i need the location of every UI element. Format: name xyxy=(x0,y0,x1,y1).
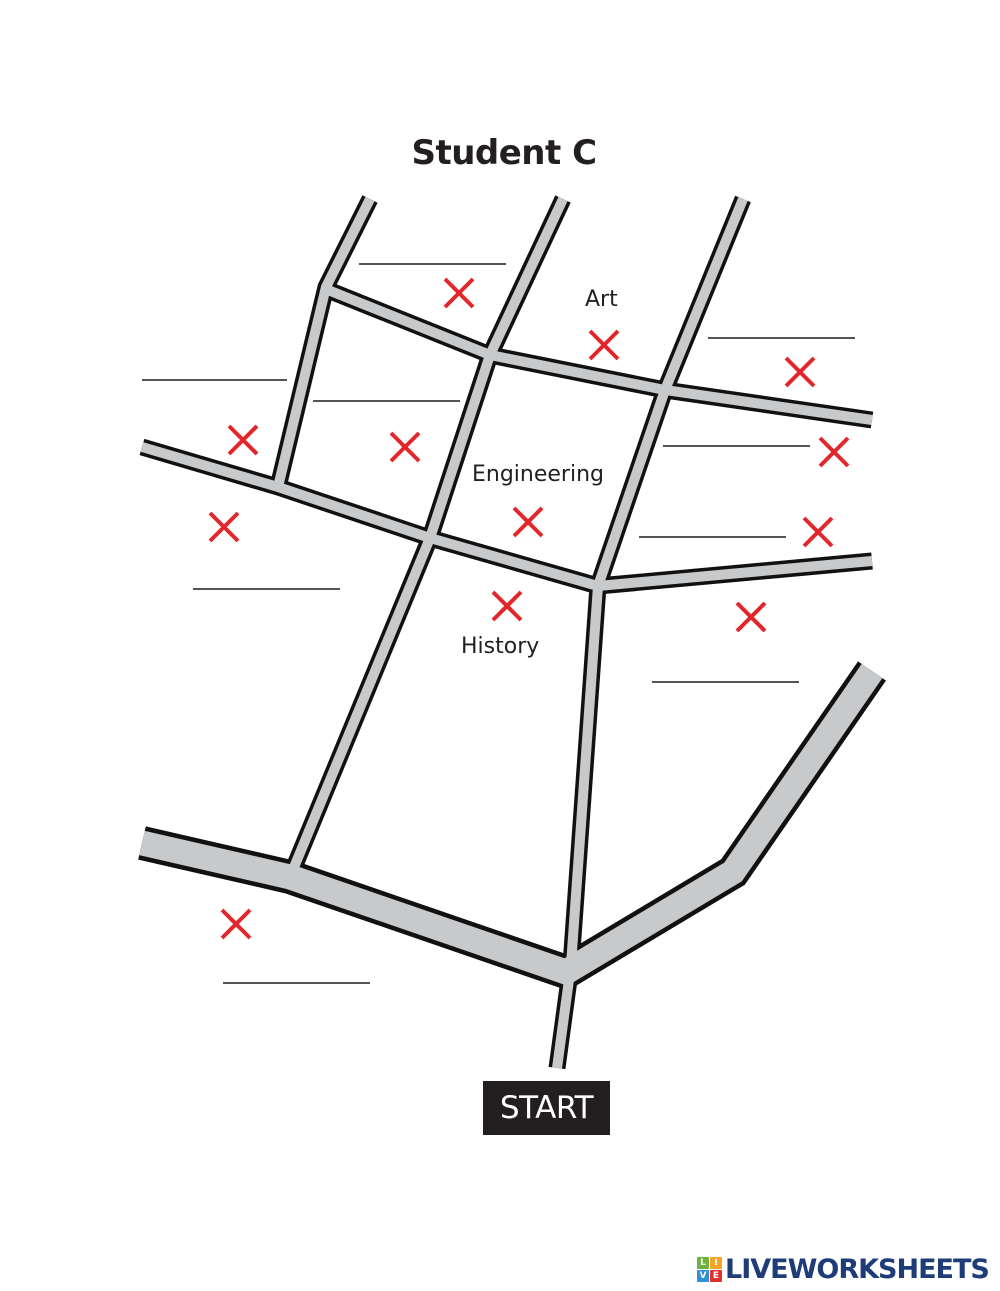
marker-x-icon xyxy=(389,431,421,463)
road-art-street xyxy=(326,285,873,425)
place-label-art: Art xyxy=(585,287,618,312)
liveworksheets-logo: L I V E LIVEWORKSHEETS xyxy=(697,1254,990,1285)
answer-blank-1[interactable] xyxy=(359,263,506,265)
answer-blank-4[interactable] xyxy=(313,400,460,402)
marker-x-icon xyxy=(227,424,259,456)
brand-name: LIVEWORKSHEETS xyxy=(725,1254,990,1285)
start-label: START xyxy=(483,1081,610,1135)
place-label-history: History xyxy=(461,634,540,659)
place-label-engineering: Engineering xyxy=(472,462,604,487)
road-central-avenue xyxy=(285,196,568,879)
marker-x-icon xyxy=(512,506,544,538)
answer-blank-7[interactable] xyxy=(193,588,340,590)
page-title: Student C xyxy=(411,133,597,173)
marker-x-icon xyxy=(220,908,252,940)
road-east-avenue xyxy=(552,197,748,1069)
marker-x-icon xyxy=(818,436,850,468)
marker-x-icon xyxy=(208,511,240,543)
live-logo-icon: L I V E xyxy=(697,1257,722,1282)
marker-x-icon xyxy=(735,601,767,633)
marker-x-icon xyxy=(802,516,834,548)
answer-blank-6[interactable] xyxy=(639,536,786,538)
marker-x-icon xyxy=(784,356,816,388)
roads xyxy=(139,196,883,1069)
road-north-west xyxy=(273,196,375,489)
road-main-highway xyxy=(139,663,883,986)
answer-blank-2[interactable] xyxy=(708,337,855,339)
answer-blank-5[interactable] xyxy=(663,445,810,447)
answer-blank-9[interactable] xyxy=(223,982,370,984)
marker-x-icon xyxy=(491,590,523,622)
answer-blank-3[interactable] xyxy=(142,379,287,381)
marker-x-icon xyxy=(443,277,475,309)
answer-blank-8[interactable] xyxy=(652,681,799,683)
markers xyxy=(208,277,850,940)
marker-x-icon xyxy=(588,329,620,361)
